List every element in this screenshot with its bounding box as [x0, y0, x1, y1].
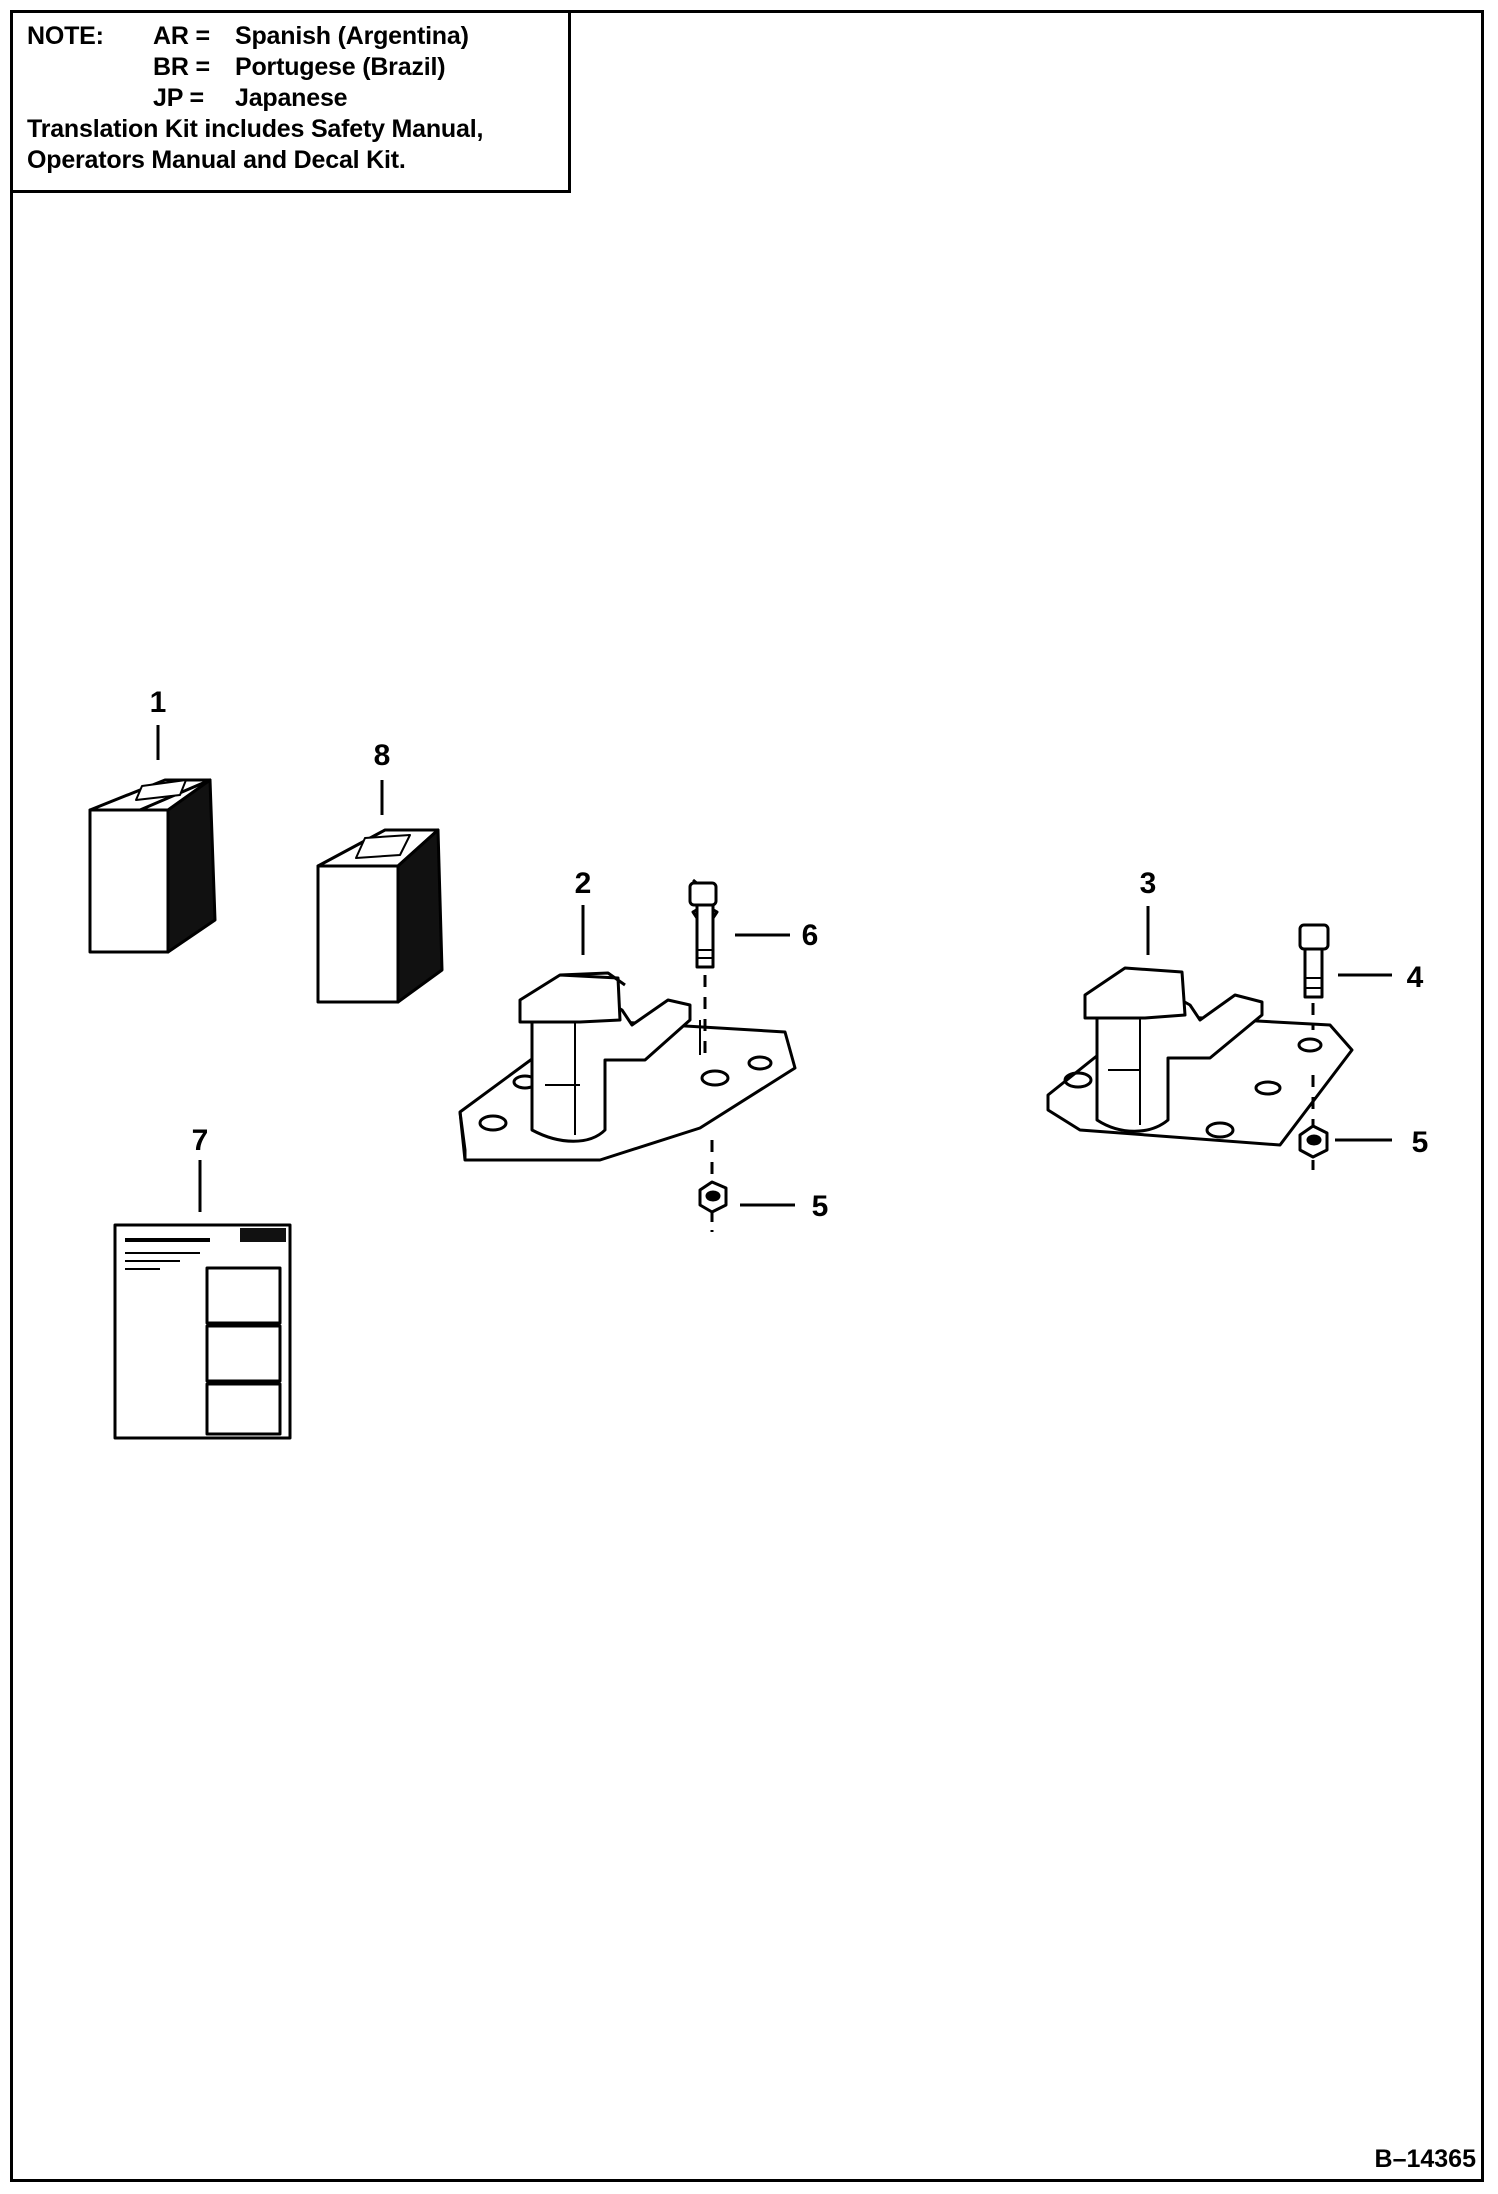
- note-lang-ar: Spanish (Argentina): [235, 22, 469, 50]
- decal-sheet-part-7: [113, 1160, 292, 1440]
- note-row-ar: NOTE: AR = Spanish (Argentina): [27, 21, 568, 52]
- callout-6: 6: [802, 919, 819, 952]
- diagram-frame: [10, 10, 1484, 2182]
- callout-8: 8: [374, 739, 391, 772]
- note-line-1: Translation Kit includes Safety Manual,: [27, 115, 484, 143]
- note-code-ar: AR =: [153, 22, 210, 50]
- bracket-part-2: [458, 878, 797, 1232]
- figure-id: B–14365: [1374, 2145, 1476, 2173]
- callout-1: 1: [150, 686, 167, 719]
- note-row-br: BR = Portugese (Brazil): [27, 52, 568, 83]
- callout-5-right: 5: [1412, 1126, 1429, 1159]
- note-code-jp: JP =: [153, 84, 204, 112]
- note-lang-jp: Japanese: [235, 84, 348, 112]
- manual-book-part-8: [316, 780, 444, 1004]
- note-lang-br: Portugese (Brazil): [235, 53, 446, 81]
- callout-2: 2: [575, 867, 592, 900]
- callout-7: 7: [192, 1124, 209, 1157]
- callout-4: 4: [1407, 961, 1424, 994]
- bracket-part-3: [1046, 906, 1392, 1178]
- note-code-br: BR =: [153, 53, 210, 81]
- manual-book-part-1: [88, 725, 217, 954]
- callout-3: 3: [1140, 867, 1157, 900]
- note-box: NOTE: AR = Spanish (Argentina) BR = Port…: [10, 10, 571, 193]
- note-lead: NOTE:: [27, 22, 104, 50]
- note-row-jp: JP = Japanese: [27, 83, 568, 114]
- callout-5-left: 5: [812, 1190, 829, 1223]
- note-line-2: Operators Manual and Decal Kit.: [27, 146, 406, 174]
